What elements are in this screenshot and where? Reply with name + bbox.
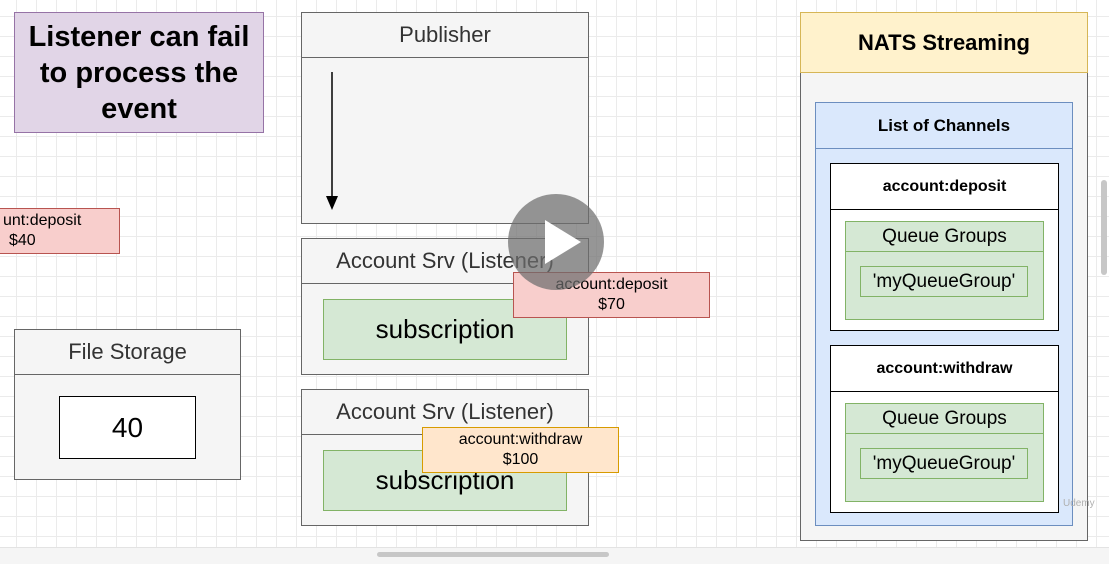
queue-groups-box: Queue Groups 'myQueueGroup' bbox=[845, 221, 1044, 320]
udemy-watermark: Udemy bbox=[1063, 498, 1095, 509]
arrow-down-icon bbox=[326, 72, 338, 210]
queue-groups-label: Queue Groups bbox=[846, 404, 1043, 434]
event-amount: $70 bbox=[598, 296, 625, 313]
channel-list-title: List of Channels bbox=[816, 103, 1072, 149]
file-storage-value: 40 bbox=[59, 396, 196, 459]
queue-groups-box: Queue Groups 'myQueueGroup' bbox=[845, 403, 1044, 502]
event-name: unt:deposit bbox=[3, 212, 82, 229]
vertical-scroll-thumb[interactable] bbox=[1101, 180, 1107, 275]
event-name: account:withdraw bbox=[458, 431, 583, 448]
event-amount: $40 bbox=[9, 232, 36, 249]
queue-group-name: 'myQueueGroup' bbox=[860, 448, 1028, 479]
channel-list: List of Channels account:deposit Queue G… bbox=[815, 102, 1073, 526]
channel-name: account:deposit bbox=[831, 164, 1058, 210]
channel-withdraw: account:withdraw Queue Groups 'myQueueGr… bbox=[830, 345, 1059, 513]
subscription-box: subscription bbox=[323, 299, 567, 360]
channel-deposit: account:deposit Queue Groups 'myQueueGro… bbox=[830, 163, 1059, 331]
event-card-deposit-offscreen: unt:deposit $40 bbox=[0, 208, 120, 254]
event-card-withdraw: account:withdraw $100 bbox=[422, 427, 619, 473]
publisher-panel: Publisher bbox=[301, 12, 589, 224]
queue-groups-label: Queue Groups bbox=[846, 222, 1043, 252]
diagram-title: Listener can fail to process the event bbox=[14, 12, 264, 133]
publisher-label: Publisher bbox=[302, 13, 588, 58]
file-storage-label: File Storage bbox=[15, 330, 240, 375]
channel-name: account:withdraw bbox=[831, 346, 1058, 392]
play-icon[interactable] bbox=[508, 194, 604, 290]
event-amount: $100 bbox=[502, 451, 539, 468]
nats-streaming-title: NATS Streaming bbox=[800, 12, 1088, 73]
queue-group-name: 'myQueueGroup' bbox=[860, 266, 1028, 297]
horizontal-scroll-thumb[interactable] bbox=[377, 552, 609, 557]
file-storage-panel: File Storage 40 bbox=[14, 329, 241, 480]
